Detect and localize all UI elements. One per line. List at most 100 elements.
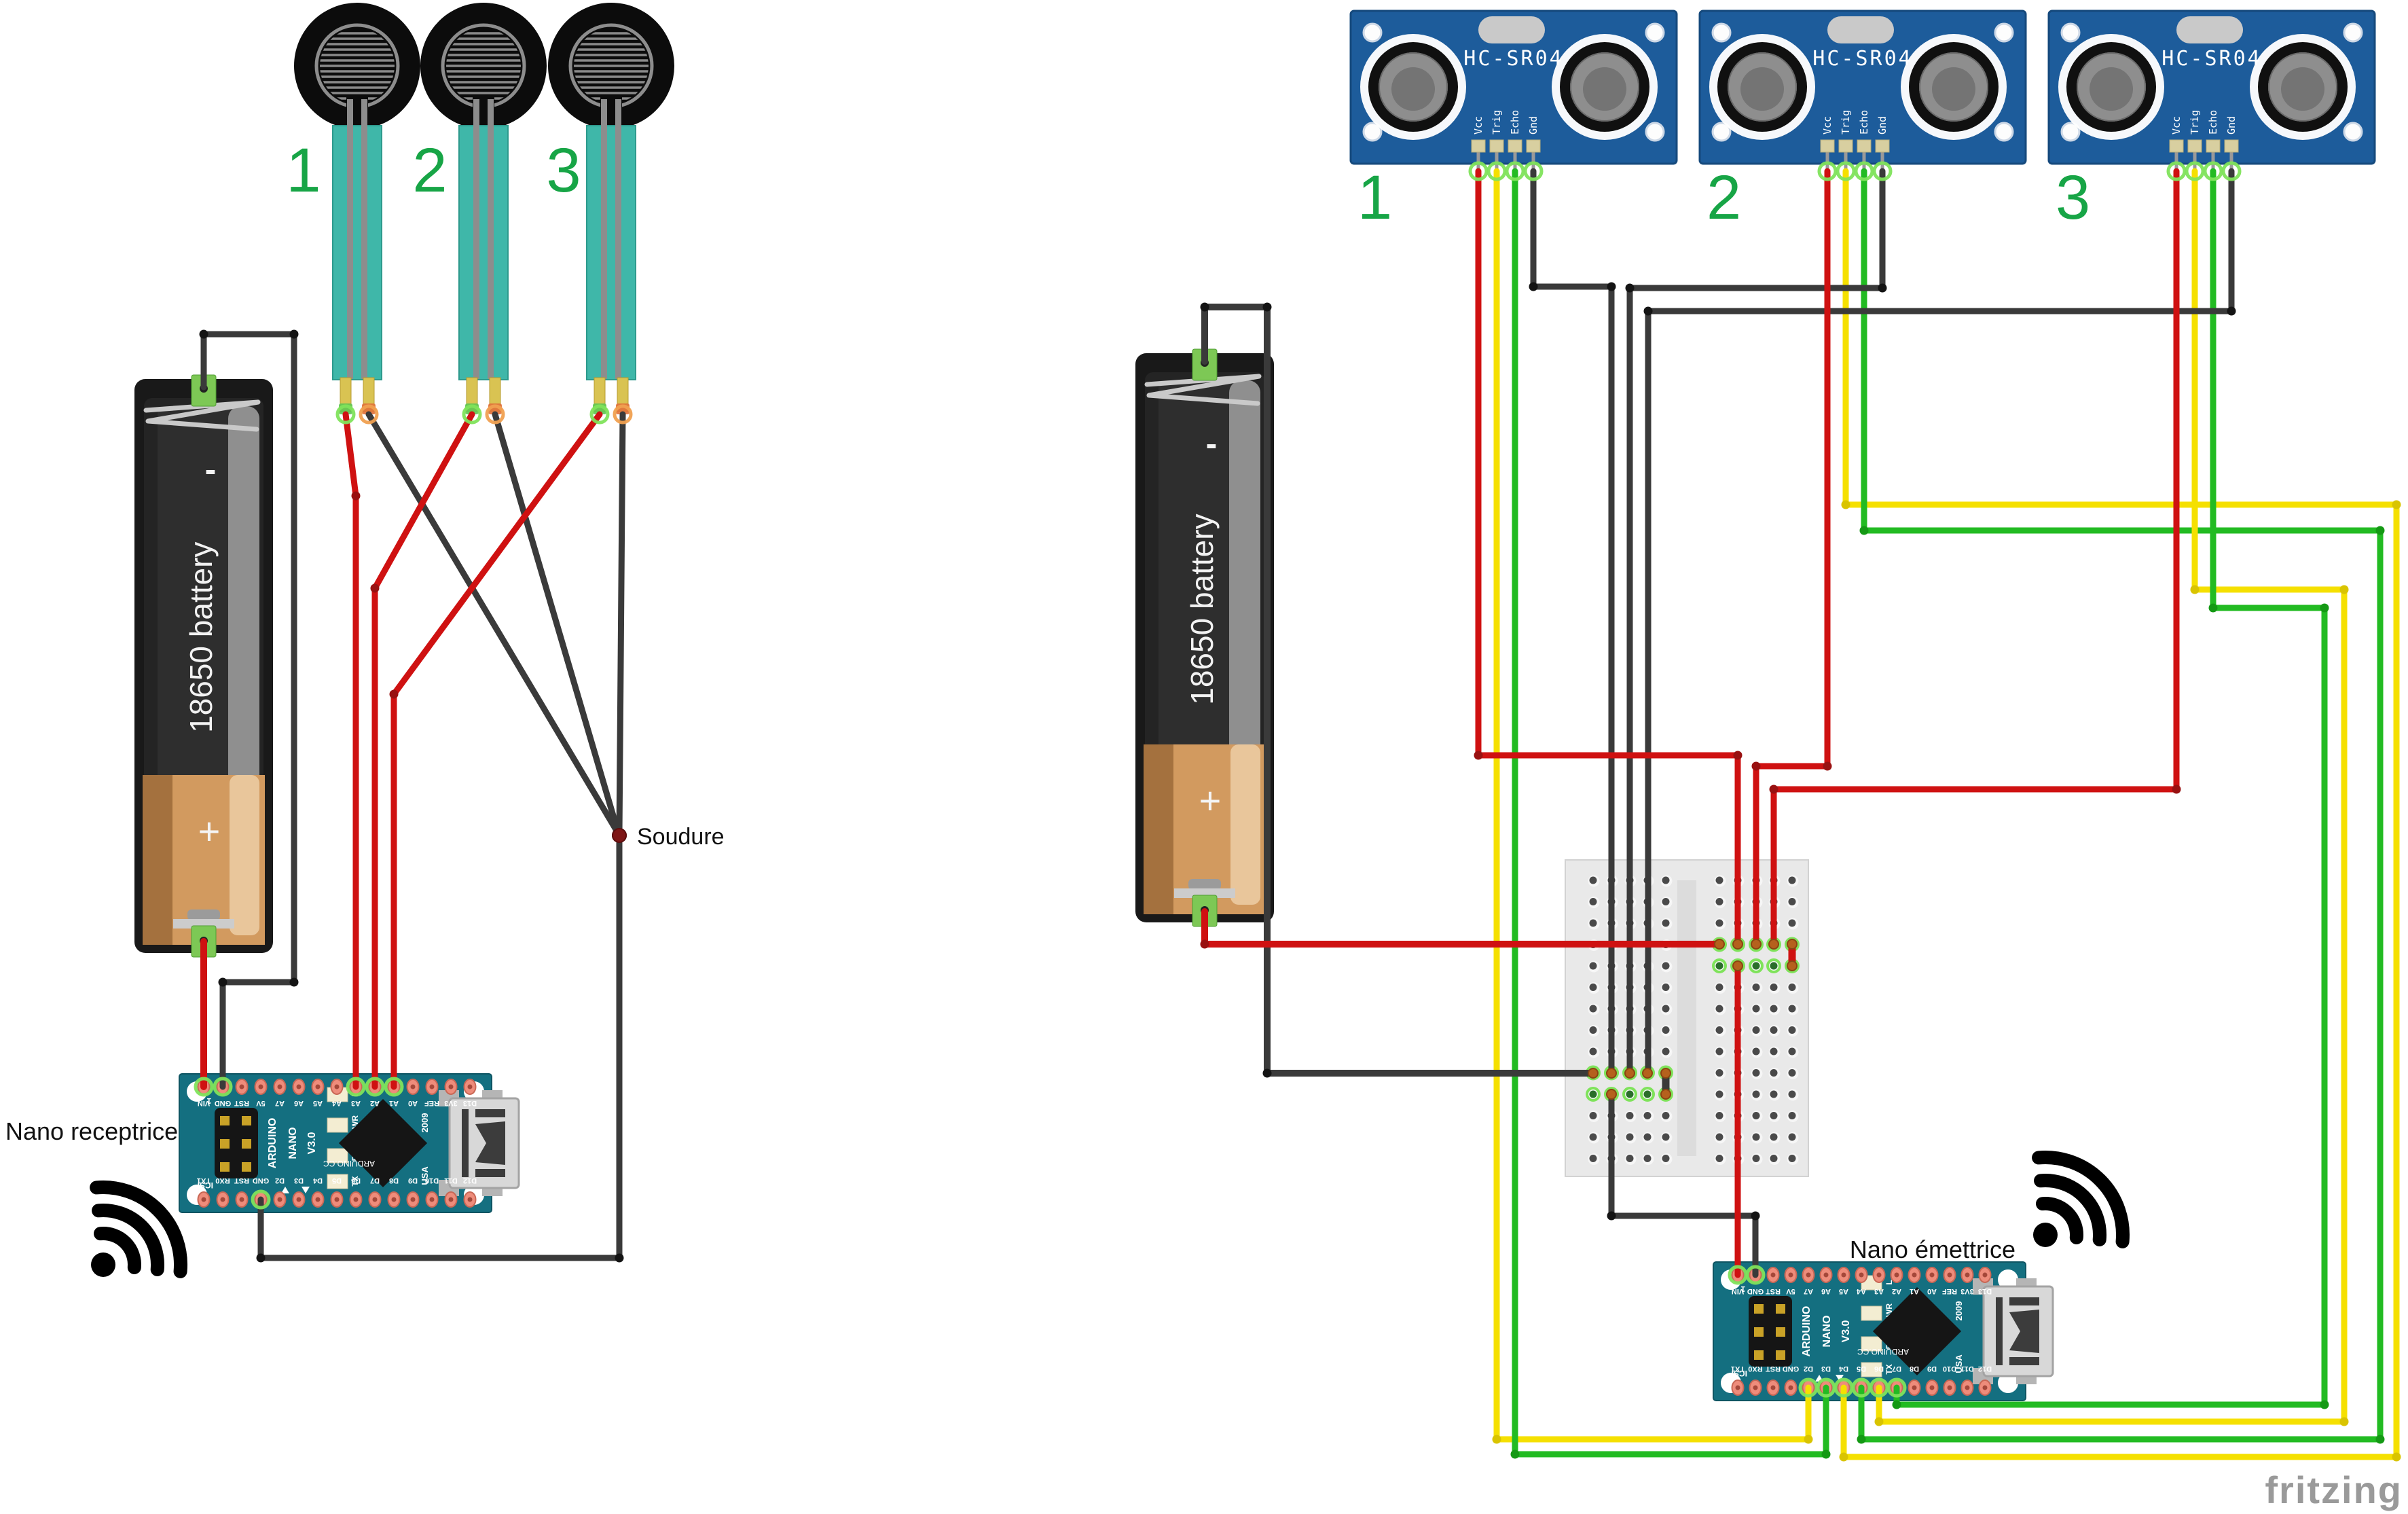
breadboard-hole-connected	[1715, 962, 1723, 970]
wire-sr3-trig-d6	[1876, 168, 2348, 1425]
sensor-pin-label: Trig	[1491, 110, 1503, 134]
nano-title: ARDUINO	[267, 1118, 278, 1169]
brand-label: ARDUINO.CC	[323, 1159, 375, 1168]
wire-bend-dot	[2375, 1435, 2385, 1444]
mounting-hole	[1645, 122, 1665, 142]
nano-title: NANO	[287, 1127, 299, 1159]
shape	[1776, 1327, 1785, 1337]
shape	[1965, 1272, 1970, 1278]
shape	[1753, 1385, 1758, 1390]
pin-label: A6	[294, 1099, 304, 1107]
shape	[1712, 958, 1727, 973]
wire-bend-dot	[1878, 283, 1887, 293]
breadboard-hole	[1788, 1090, 1796, 1098]
year-label: 2009	[420, 1113, 430, 1133]
wire-bend-dot	[2320, 1400, 2329, 1409]
wire-bend-dot	[1839, 1452, 1848, 1462]
fritzing-watermark: fritzing	[2265, 1468, 2403, 1511]
arduino-nano-transmitter: ICSP1ARDUINONANOV3.0LPWRRXTXRSTARDUINO.C…	[1713, 1261, 2054, 1401]
connection-ring	[346, 1077, 366, 1097]
battery-plus-sign: +	[198, 810, 221, 852]
year-label: 2009	[1954, 1301, 1964, 1321]
breadboard-hole	[1662, 876, 1670, 884]
shape	[372, 1197, 378, 1202]
shape	[1728, 52, 1797, 122]
breadboard-contact-dot	[1642, 1068, 1653, 1079]
connection-ring	[2185, 161, 2205, 181]
pin-label: D12	[1978, 1365, 1992, 1373]
sensor-pin-label: Echo	[2207, 110, 2219, 134]
shape	[2033, 1223, 2058, 1247]
shape	[475, 1169, 505, 1177]
icsp-label: ICSP	[1728, 1369, 1747, 1378]
shape	[1912, 1272, 1917, 1278]
shape	[281, 1187, 289, 1193]
mounting-hole	[1362, 22, 1383, 43]
crystal	[1827, 16, 1894, 43]
wire-bend-dot	[1492, 1435, 1501, 1444]
battery-18650-right: -18650 battery+	[1135, 348, 1274, 927]
pin-label: D5	[1857, 1365, 1866, 1373]
breadboard-hole	[1770, 1005, 1778, 1013]
pin-label: GND	[253, 1176, 270, 1185]
wire-sr2-trig-d4	[1840, 168, 2400, 1460]
shape	[173, 919, 234, 929]
shape	[239, 1197, 244, 1202]
mcu-chip	[338, 1098, 428, 1188]
breadboard-hole	[1788, 1069, 1796, 1077]
breadboard-hole	[1662, 1005, 1670, 1013]
connection-ring	[194, 1077, 214, 1097]
sr2-number-label: 2	[1707, 163, 1741, 232]
shape	[361, 99, 367, 379]
shape	[1912, 1385, 1917, 1390]
shape	[1740, 67, 1784, 111]
wire-sr1-echo-d3	[1512, 168, 1829, 1458]
wire-bend-dot	[1262, 1068, 1272, 1078]
breadboard-hole	[1715, 898, 1723, 905]
connection-ring	[1468, 161, 1489, 181]
shape	[1570, 52, 1639, 122]
breadboard-contact-dot	[1606, 1068, 1617, 1079]
mounting-hole	[1362, 122, 1383, 142]
wires-right-signal	[1493, 168, 2400, 1460]
shape	[230, 775, 259, 935]
connection-ring	[2203, 161, 2223, 181]
shape	[1876, 1272, 1882, 1278]
pin-label: A5	[313, 1099, 323, 1107]
shape	[2009, 1357, 2039, 1365]
breadboard-hole	[1589, 1155, 1597, 1162]
sensor-pin	[2206, 139, 2221, 153]
pin-label: REF	[424, 1099, 439, 1107]
shape	[1776, 1350, 1785, 1360]
shape	[242, 1139, 251, 1149]
nano-title: ARDUINO	[1801, 1306, 1812, 1357]
connection-ring	[1523, 161, 1544, 181]
solder-junction-dot	[612, 828, 627, 843]
shape	[1754, 1350, 1764, 1360]
wire-bend-dot	[1857, 1435, 1866, 1444]
pin-label: A2	[370, 1099, 380, 1107]
shape	[2035, 1197, 2083, 1245]
pin-label: D3	[1821, 1365, 1831, 1373]
led-label: TX	[350, 1176, 360, 1186]
breadboard-hole-connected	[1752, 962, 1760, 970]
shape	[1982, 1272, 1988, 1278]
pin-label: D12	[463, 1176, 477, 1185]
breadboard-hole	[1770, 1133, 1778, 1141]
shape	[391, 1197, 397, 1202]
shape	[220, 1162, 230, 1172]
breadboard-contact-dot	[1624, 1068, 1635, 1079]
shape	[1188, 879, 1221, 890]
pin-label: A0	[1927, 1287, 1937, 1295]
wire-junction-dots	[194, 161, 2401, 1462]
shape	[302, 1187, 310, 1193]
sensor-pin-label: Vcc	[1472, 116, 1484, 134]
led	[1861, 1336, 1882, 1352]
shape	[2034, 1174, 2106, 1246]
connection-ring	[1505, 161, 1525, 181]
shape	[2009, 1297, 2039, 1305]
wire-sr1-trig-d2	[1493, 168, 1812, 1443]
breadboard-hole	[1589, 1133, 1597, 1141]
breadboard-hole	[1643, 1133, 1652, 1141]
